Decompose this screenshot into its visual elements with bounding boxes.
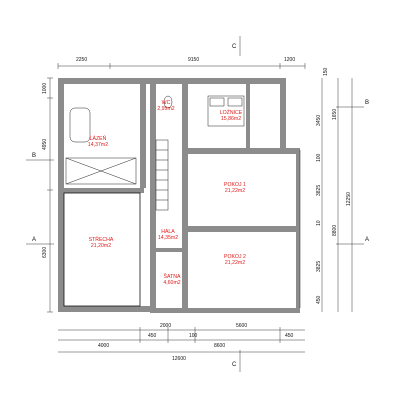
room-labels: WC 2,95m2 LOŽNICE 15,86m2 LÁZEŇ 14,37m2 …: [88, 100, 246, 286]
section-markers: C C B B A A: [26, 36, 369, 372]
section-mark-c-bottom: C: [232, 362, 237, 368]
room-name-lazen: LÁZEŇ: [90, 135, 107, 142]
dim-right-4: 3825: [316, 185, 322, 196]
room-area-wc: 2,95m2: [157, 106, 174, 112]
dim-top-right: 150: [323, 67, 329, 76]
toilet: [163, 95, 173, 109]
room-name-strecha: STŘECHA: [89, 235, 114, 243]
section-mark-b-right: B: [365, 100, 369, 106]
dim-right-2: 1650: [332, 109, 338, 120]
dim-bottom-8: 12600: [172, 356, 186, 362]
dim-bottom-6: 450: [285, 333, 294, 339]
room-area-satna: 4,60m2: [163, 280, 180, 286]
dim-right-7: 10: [316, 220, 322, 226]
dim-bottom-4: 100: [189, 333, 198, 339]
room-area-hala: 14,35m2: [158, 235, 178, 241]
dim-right-5: 3825: [316, 261, 322, 272]
dimension-lines: [47, 63, 353, 353]
section-mark-c-top: C: [232, 44, 237, 50]
dim-left-1: 1000: [42, 83, 48, 94]
dim-top-3: 1200: [284, 57, 295, 63]
room-name-loznice: LOŽNICE: [220, 108, 243, 116]
dimension-labels: 2250 9150 1200 150 1000 4950 6300 3450 1…: [42, 57, 352, 362]
roof-area: [63, 192, 141, 307]
dim-right-9: 12250: [346, 192, 352, 206]
room-area-pokoj-2: 21,22m2: [225, 260, 245, 266]
dim-bottom-5: 8600: [214, 343, 225, 349]
dim-bottom-1: 2000: [160, 323, 171, 329]
dim-right-3: 100: [316, 153, 322, 162]
staircase: [155, 139, 169, 211]
room-area-strecha: 21,20m2: [91, 243, 111, 249]
room-area-loznice: 15,86m2: [221, 116, 241, 122]
bathtub: [69, 107, 91, 143]
walls: [58, 78, 300, 313]
dim-top-1: 2250: [76, 57, 87, 63]
fixtures: [65, 95, 301, 308]
dim-left-2: 4950: [42, 139, 48, 150]
room-area-lazen: 14,37m2: [88, 142, 108, 148]
dim-right-1: 3450: [316, 115, 322, 126]
room-area-pokoj-1: 21,22m2: [225, 188, 245, 194]
dim-bottom-7: 4000: [98, 343, 109, 349]
section-mark-a-right: A: [365, 237, 369, 243]
shower: [65, 157, 137, 185]
room-name-pokoj-2: POKOJ 2: [224, 254, 246, 260]
room-name-hala: HALA: [161, 229, 175, 235]
dim-left-3: 6300: [42, 247, 48, 258]
room-name-satna: ŠATNA: [164, 273, 181, 280]
dim-top-2: 9150: [188, 57, 199, 63]
bed: [207, 95, 245, 127]
dim-right-6: 450: [316, 295, 322, 304]
dim-bottom-3: 450: [148, 333, 157, 339]
dim-bottom-2: 5600: [236, 323, 247, 329]
section-mark-b-left: B: [32, 153, 36, 159]
room-name-pokoj-1: POKOJ 1: [224, 182, 246, 188]
dim-right-8: 8800: [332, 225, 338, 236]
room-name-wc: WC: [162, 100, 171, 106]
section-mark-a-left: A: [32, 237, 36, 243]
